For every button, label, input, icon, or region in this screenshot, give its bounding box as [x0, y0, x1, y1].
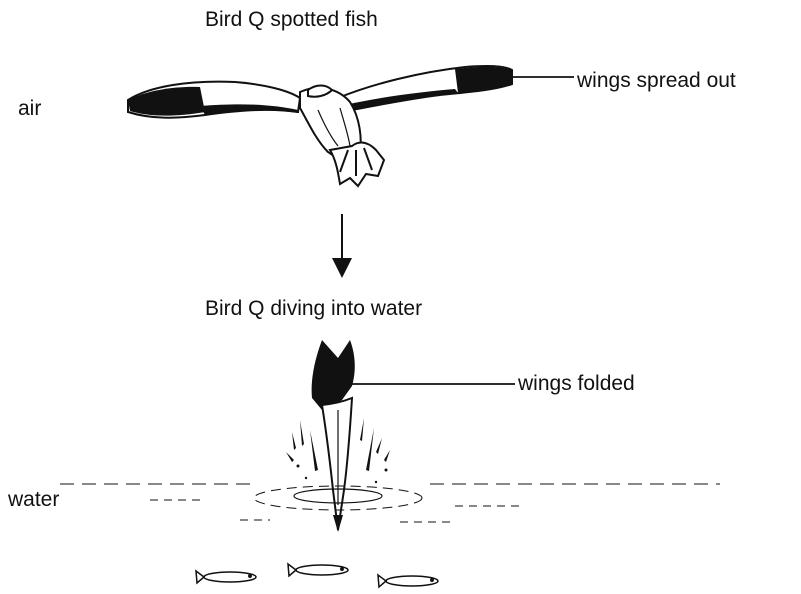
- flying-bird: [128, 66, 512, 186]
- diving-beak: [333, 515, 343, 532]
- water-surface: [60, 484, 720, 522]
- label-water: water: [8, 488, 59, 512]
- fish-group: [196, 564, 438, 587]
- right-wing-dark-tip: [455, 67, 512, 93]
- label-air: air: [18, 97, 41, 121]
- fish-3: [378, 575, 438, 587]
- left-wing-dark-tip: [128, 87, 205, 116]
- caption-diving: Bird Q diving into water: [205, 297, 422, 321]
- label-wings-spread: wings spread out: [577, 69, 736, 93]
- fish-1: [196, 571, 256, 583]
- label-wings-folded: wings folded: [518, 372, 635, 396]
- caption-spotted: Bird Q spotted fish: [205, 8, 378, 32]
- fish-2: [288, 564, 348, 576]
